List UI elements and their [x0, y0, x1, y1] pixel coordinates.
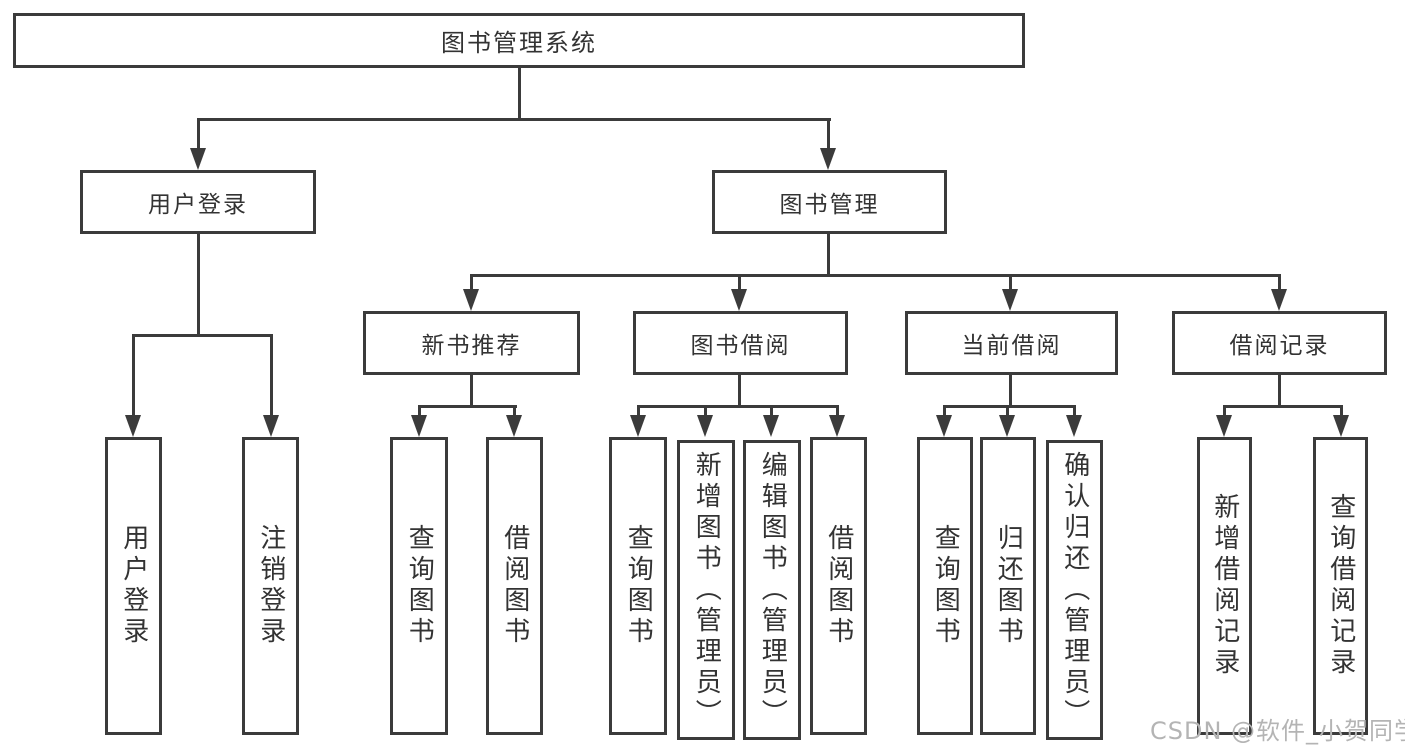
arrow-down-icon: [1066, 415, 1082, 437]
node-new-book-recommend-label: 新书推荐: [421, 333, 522, 359]
leaf-add-borrow-record: 新增借阅记录: [1197, 437, 1252, 735]
connector-line: [132, 334, 135, 417]
leaf-user-login-label: 用户登录: [118, 524, 149, 648]
connector-line: [270, 334, 273, 417]
arrow-down-icon: [263, 415, 279, 437]
leaf-borrow-book: 借阅图书: [810, 437, 867, 735]
arrow-down-icon: [1271, 289, 1287, 311]
node-new-book-recommend: 新书推荐: [363, 311, 580, 375]
connector-line: [197, 118, 831, 121]
connector-line: [637, 405, 640, 417]
arrow-down-icon: [463, 289, 479, 311]
arrow-down-icon: [763, 415, 779, 437]
connector-line: [704, 405, 707, 417]
node-user-login-branch: 用户登录: [80, 170, 316, 234]
connector-line: [197, 234, 200, 337]
connector-line: [132, 334, 273, 337]
connector-line: [197, 118, 200, 150]
connector-line: [770, 405, 773, 417]
node-book-management-label: 图书管理: [779, 192, 880, 218]
arrow-down-icon: [999, 415, 1015, 437]
arrow-down-icon: [829, 415, 845, 437]
connector-line: [943, 405, 946, 417]
arrow-down-icon: [630, 415, 646, 437]
leaf-return-book-label: 归还图书: [993, 524, 1024, 648]
node-user-login-label: 用户登录: [148, 192, 248, 218]
connector-line: [1278, 375, 1281, 408]
arrow-down-icon: [731, 289, 747, 311]
leaf-edit-book-admin: 编辑图书（管理员）: [743, 440, 801, 740]
arrow-down-icon: [190, 148, 206, 170]
leaf-current-query-book-label: 查询图书: [930, 524, 961, 648]
connector-line: [1340, 405, 1343, 417]
node-book-borrow-label: 图书借阅: [690, 333, 791, 359]
leaf-recommend-borrow-book-label: 借阅图书: [499, 524, 530, 648]
leaf-logout: 注销登录: [242, 437, 299, 735]
leaf-confirm-return-admin-label: 确认归还（管理员）: [1059, 450, 1090, 730]
node-current-borrow-label: 当前借阅: [961, 333, 1062, 359]
leaf-recommend-query-book: 查询图书: [390, 437, 448, 735]
leaf-borrow-query-book: 查询图书: [609, 437, 667, 735]
connector-line: [1278, 274, 1281, 291]
arrow-down-icon: [820, 148, 836, 170]
csdn-watermark: CSDN @软件_小贺同学: [1150, 717, 1405, 745]
connector-line: [943, 405, 1076, 408]
connector-line: [1073, 405, 1076, 417]
leaf-query-borrow-record-label: 查询借阅记录: [1325, 493, 1356, 679]
leaf-confirm-return-admin: 确认归还（管理员）: [1046, 440, 1103, 740]
node-root-label: 图书管理系统: [441, 29, 597, 57]
leaf-add-book-admin-label: 新增图书（管理员）: [691, 450, 722, 730]
arrow-down-icon: [411, 415, 427, 437]
leaf-borrow-book-label: 借阅图书: [823, 524, 854, 648]
leaf-recommend-query-book-label: 查询图书: [404, 524, 435, 648]
connector-line: [836, 405, 839, 417]
arrow-down-icon: [697, 415, 713, 437]
leaf-borrow-query-book-label: 查询图书: [623, 524, 654, 648]
connector-line: [1223, 405, 1226, 417]
connector-line: [827, 234, 830, 277]
arrow-down-icon: [1002, 289, 1018, 311]
leaf-return-book: 归还图书: [980, 437, 1036, 735]
node-borrow-records-label: 借阅记录: [1229, 333, 1330, 359]
arrow-down-icon: [125, 415, 141, 437]
connector-line: [738, 274, 741, 291]
connector-line: [513, 405, 516, 417]
connector-line: [418, 405, 421, 417]
arrow-down-icon: [1333, 415, 1349, 437]
leaf-add-borrow-record-label: 新增借阅记录: [1209, 493, 1240, 679]
leaf-query-borrow-record: 查询借阅记录: [1313, 437, 1368, 735]
connector-line: [518, 68, 521, 121]
connector-line: [1006, 405, 1009, 417]
arrow-down-icon: [506, 415, 522, 437]
connector-line: [470, 274, 473, 291]
connector-line: [470, 274, 1281, 277]
connector-line: [1009, 375, 1012, 408]
leaf-current-query-book: 查询图书: [917, 437, 973, 735]
arrow-down-icon: [1216, 415, 1232, 437]
leaf-user-login: 用户登录: [105, 437, 162, 735]
node-current-borrow: 当前借阅: [905, 311, 1118, 375]
connector-line: [637, 405, 839, 408]
connector-line: [418, 405, 517, 408]
node-book-borrow: 图书借阅: [633, 311, 848, 375]
leaf-logout-label: 注销登录: [255, 524, 286, 648]
arrow-down-icon: [936, 415, 952, 437]
node-borrow-records: 借阅记录: [1172, 311, 1387, 375]
node-book-management-branch: 图书管理: [712, 170, 947, 234]
connector-line: [1009, 274, 1012, 291]
connector-line: [470, 375, 473, 408]
leaf-recommend-borrow-book: 借阅图书: [486, 437, 543, 735]
node-root: 图书管理系统: [13, 13, 1025, 68]
connector-line: [738, 375, 741, 408]
leaf-add-book-admin: 新增图书（管理员）: [677, 440, 735, 740]
connector-line: [827, 118, 830, 150]
leaf-edit-book-admin-label: 编辑图书（管理员）: [757, 450, 788, 730]
connector-line: [1223, 405, 1343, 408]
